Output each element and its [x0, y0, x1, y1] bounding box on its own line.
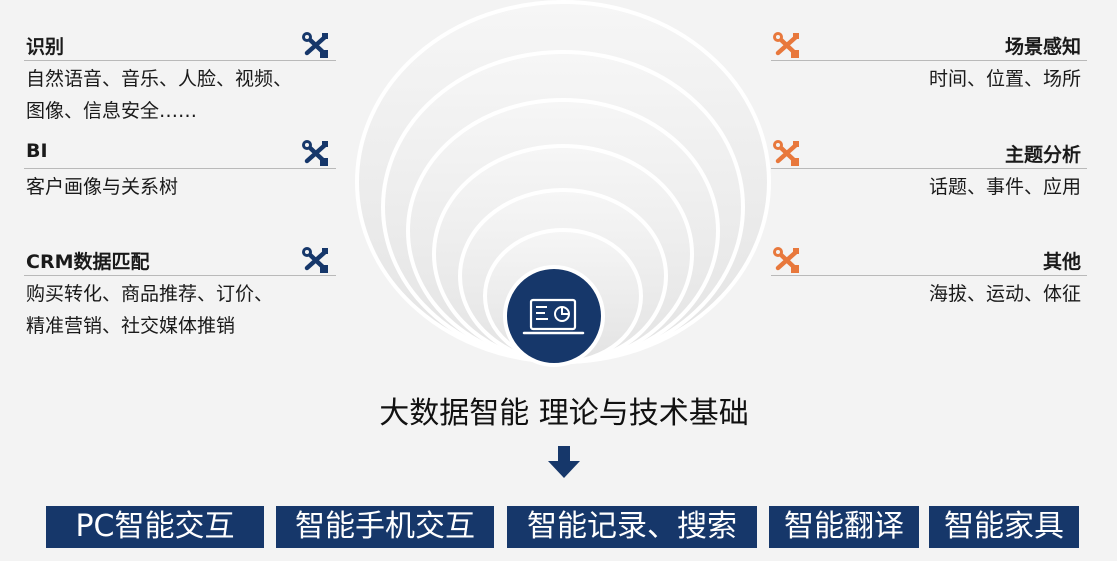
- smart-record-search-button[interactable]: 智能记录、搜索: [507, 506, 757, 548]
- smartphone-interaction-button[interactable]: 智能手机交互: [276, 506, 494, 548]
- pc-interaction-button[interactable]: PC智能交互: [46, 506, 264, 548]
- ring-group: [355, 0, 771, 364]
- tool-icon: [300, 138, 332, 168]
- panel-bi: BI 客户画像与关系树: [24, 138, 336, 203]
- panel-line: 海拔、运动、体征: [928, 283, 1081, 305]
- tool-icon: [771, 138, 803, 168]
- panel-line: 自然语音、音乐、人脸、视频、: [26, 68, 293, 90]
- panel-other: 其他 海拔、运动、体征: [771, 245, 1087, 310]
- panel-title: 主题分析: [1004, 144, 1081, 166]
- panel-line: 精准营销、社交媒体推销: [26, 315, 236, 337]
- panel-line: 时间、位置、场所: [928, 68, 1081, 90]
- panel-title: 识别: [26, 36, 65, 58]
- panel-recognition: 识别 自然语音、音乐、人脸、视频、 图像、信息安全……: [24, 30, 336, 127]
- panel-title: 场景感知: [1004, 36, 1081, 58]
- panel-crm: CRM数据匹配 购买转化、商品推荐、订价、 精准营销、社交媒体推销: [24, 245, 336, 342]
- panel-line: 购买转化、商品推荐、订价、: [26, 283, 274, 305]
- panel-title: BI: [26, 140, 48, 162]
- laptop-chart-icon: [503, 265, 605, 367]
- tool-icon: [771, 30, 803, 60]
- smart-home-button[interactable]: 智能家具: [929, 506, 1079, 548]
- tool-icon: [771, 245, 803, 275]
- arrow-down-icon: [548, 446, 580, 478]
- panel-title: 其他: [1042, 251, 1081, 273]
- center-title: 大数据智能 理论与技术基础: [379, 396, 749, 431]
- smart-translation-button[interactable]: 智能翻译: [769, 506, 919, 548]
- panel-line: 话题、事件、应用: [928, 176, 1081, 198]
- tool-icon: [300, 245, 332, 275]
- panel-scene-awareness: 场景感知 时间、位置、场所: [771, 30, 1087, 95]
- panel-title: CRM数据匹配: [26, 251, 150, 273]
- panel-line: 图像、信息安全……: [26, 100, 198, 122]
- panel-topic-analysis: 主题分析 话题、事件、应用: [771, 138, 1087, 203]
- tool-icon: [300, 30, 332, 60]
- panel-line: 客户画像与关系树: [26, 176, 179, 198]
